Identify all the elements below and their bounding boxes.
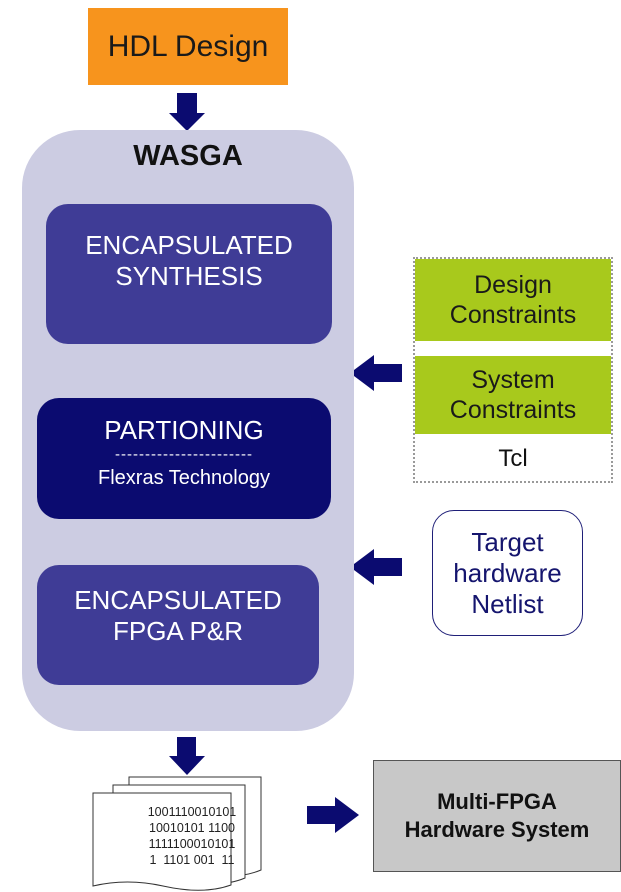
multi-fpga-line-1: Multi-FPGA: [437, 789, 557, 814]
multi-fpga-hardware-system-box: Multi-FPGA Hardware System: [373, 760, 621, 872]
target-line-3: Netlist: [471, 588, 544, 619]
wasga-title: WASGA: [133, 140, 243, 172]
bitstream-line-2: 10010101 1100: [149, 821, 235, 835]
bitstream-document-stack: [92, 776, 262, 891]
hdl-design-box: HDL Design: [88, 8, 288, 85]
partitioning-subtitle: Flexras Technology: [98, 467, 270, 489]
target-line-2: hardware: [453, 557, 562, 588]
encapsulated-fpga-pr-box: ENCAPSULATED FPGA P&R: [37, 565, 319, 685]
target-hardware-netlist-box: Target hardware Netlist: [432, 510, 583, 636]
arrow-down-wasga-to-bitstream: [169, 737, 205, 775]
tcl-label: Tcl: [498, 445, 528, 472]
partitioning-separator: -----------------------: [115, 446, 253, 463]
arrow-left-target-netlist: [350, 549, 402, 585]
partitioning-box: PARTIONING ----------------------- Flexr…: [37, 398, 331, 519]
bitstream-line-1: 1001110010101: [147, 805, 237, 819]
arrow-left-constraints: [350, 355, 402, 391]
system-constraints-box: System Constraints: [415, 356, 611, 434]
design-constraints-line-1: Design: [474, 271, 552, 299]
design-constraints-box: Design Constraints: [415, 259, 611, 341]
document-sheet-front: [92, 792, 232, 891]
system-constraints-line-1: System: [471, 366, 555, 394]
multi-fpga-line-2: Hardware System: [404, 817, 590, 842]
encapsulated-synthesis-box: ENCAPSULATED SYNTHESIS: [46, 204, 332, 344]
synthesis-line-2: SYNTHESIS: [115, 261, 263, 291]
fpga-pr-line-2: FPGA P&R: [112, 616, 244, 646]
design-constraints-line-2: Constraints: [449, 301, 577, 329]
bitstream-text: 1001110010101 10010101 1100 111110001010…: [112, 804, 272, 868]
bitstream-line-4: 1 1101 001 11: [149, 853, 235, 867]
synthesis-line-1: ENCAPSULATED: [85, 230, 293, 260]
fpga-pr-line-1: ENCAPSULATED: [74, 585, 282, 615]
hdl-design-label: HDL Design: [107, 29, 269, 63]
constraints-container: Design Constraints System Constraints Tc…: [413, 257, 613, 483]
target-line-1: Target: [471, 526, 544, 557]
partitioning-title: PARTIONING: [104, 415, 264, 445]
bitstream-line-3: 1111100010101: [148, 837, 236, 851]
system-constraints-line-2: Constraints: [449, 396, 577, 424]
arrow-right-to-multi-fpga: [307, 797, 359, 833]
arrow-down-hdl-to-wasga: [169, 93, 205, 131]
